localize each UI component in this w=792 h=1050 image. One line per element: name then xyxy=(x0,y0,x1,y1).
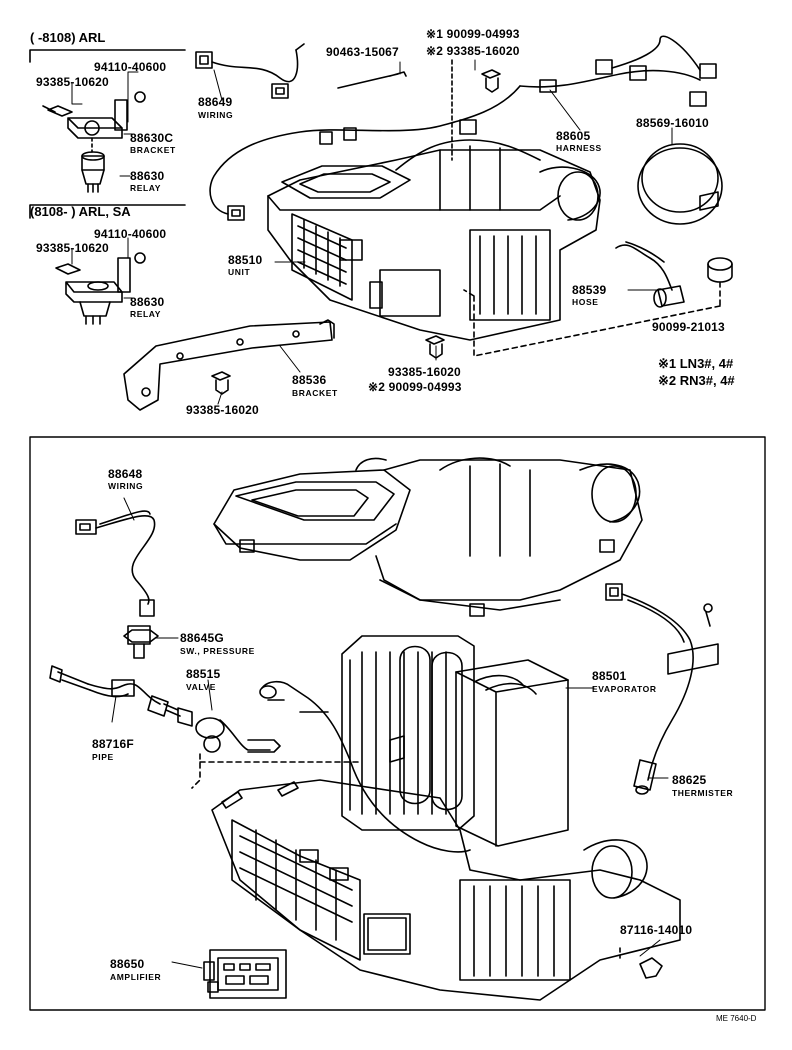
bolt-top-art xyxy=(451,59,501,161)
label-93385-c: ※2 93385-16020 xyxy=(426,44,520,58)
sub-88625: THERMISTER xyxy=(672,788,734,798)
label-94110-a: 94110-40600 xyxy=(94,60,167,74)
label-90463: 90463-15067 xyxy=(326,45,399,59)
evaporator-art xyxy=(341,635,569,847)
amplifier-art xyxy=(203,949,287,999)
liquid-pipe-art xyxy=(259,680,471,853)
label-88625: 88625 xyxy=(672,773,707,787)
sub-88501: EVAPORATOR xyxy=(592,684,657,694)
relay-1-assembly xyxy=(42,91,146,193)
label-93385-e: 93385-16020 xyxy=(186,403,259,417)
bottom-frame xyxy=(29,436,766,1011)
note-ln3: ※1 LN3#, 4# xyxy=(658,356,734,371)
upper-case-art xyxy=(213,457,643,617)
label-94110-b: 94110-40600 xyxy=(94,227,167,241)
label-88515: 88515 xyxy=(186,667,221,681)
sub-88515: VALVE xyxy=(186,682,217,692)
label-93385-d: 93385-16020 xyxy=(388,365,461,379)
sub-88510: UNIT xyxy=(228,267,251,277)
note-rn3: ※2 RN3#, 4# xyxy=(658,373,735,388)
sub-88650: AMPLIFIER xyxy=(110,972,162,982)
section-bracket-top xyxy=(29,49,186,219)
label-87116: 87116-14010 xyxy=(620,923,693,937)
band-88569-art xyxy=(637,143,723,225)
sub-88630-b: RELAY xyxy=(130,309,162,319)
leader-lines xyxy=(71,59,673,969)
label-88630-b: 88630 xyxy=(130,295,165,309)
wiring-88648-art xyxy=(75,510,156,617)
label-88630c: 88630C xyxy=(130,131,174,145)
section-header-late: (8108- ) ARL, SA xyxy=(30,204,131,219)
bolt-unit-art xyxy=(425,335,445,359)
label-88501: 88501 xyxy=(592,669,627,683)
thermister-art xyxy=(605,583,719,795)
clip-87116-art xyxy=(619,947,663,979)
unit-88510-art xyxy=(267,139,601,341)
sub-88716f: PIPE xyxy=(92,752,114,762)
label-88650: 88650 xyxy=(110,957,145,971)
harness-88605-art xyxy=(209,35,717,221)
label-93385-a: 93385-10620 xyxy=(36,75,109,89)
wiring-88649-art xyxy=(195,43,305,99)
label-88645g: 88645G xyxy=(180,631,224,645)
sub-88645g: SW., PRESSURE xyxy=(180,646,255,656)
label-88630-a: 88630 xyxy=(130,169,165,183)
label-88648: 88648 xyxy=(108,467,143,481)
label-88569: 88569-16010 xyxy=(636,116,709,130)
lower-case-art xyxy=(211,779,681,1001)
label-88649: 88649 xyxy=(198,95,233,109)
label-90099-c: ※2 90099-04993 xyxy=(368,380,462,394)
label-88539: 88539 xyxy=(572,283,607,297)
label-93385-b: 93385-10620 xyxy=(36,241,109,255)
pipe-valve-art xyxy=(49,665,361,789)
label-88605: 88605 xyxy=(556,129,591,143)
diagram-code: ME 7640-D xyxy=(716,1014,757,1023)
section-header-early: ( -8108) ARL xyxy=(30,30,106,45)
bolt-bracket-art xyxy=(211,371,231,395)
label-90099-b: 90099-21013 xyxy=(652,320,725,334)
label-88536: 88536 xyxy=(292,373,327,387)
hose-88539-art xyxy=(615,241,685,308)
label-88510: 88510 xyxy=(228,253,263,267)
label-88716f: 88716F xyxy=(92,737,134,751)
bracket-88536-art xyxy=(123,319,335,411)
label-90099-a: ※1 90099-04993 xyxy=(426,27,520,41)
plug-90099-art xyxy=(463,257,733,357)
sub-88648: WIRING xyxy=(108,481,144,491)
sub-88630c: BRACKET xyxy=(130,145,176,155)
sub-88630-a: RELAY xyxy=(130,183,162,193)
pressure-switch-art xyxy=(123,625,159,659)
sub-88605: HARNESS xyxy=(556,143,602,153)
relay-2-assembly xyxy=(55,252,146,325)
sub-88536: BRACKET xyxy=(292,388,338,398)
clip-90463-art xyxy=(337,71,407,89)
sub-88539: HOSE xyxy=(572,297,599,307)
sub-88649: WIRING xyxy=(198,110,234,120)
